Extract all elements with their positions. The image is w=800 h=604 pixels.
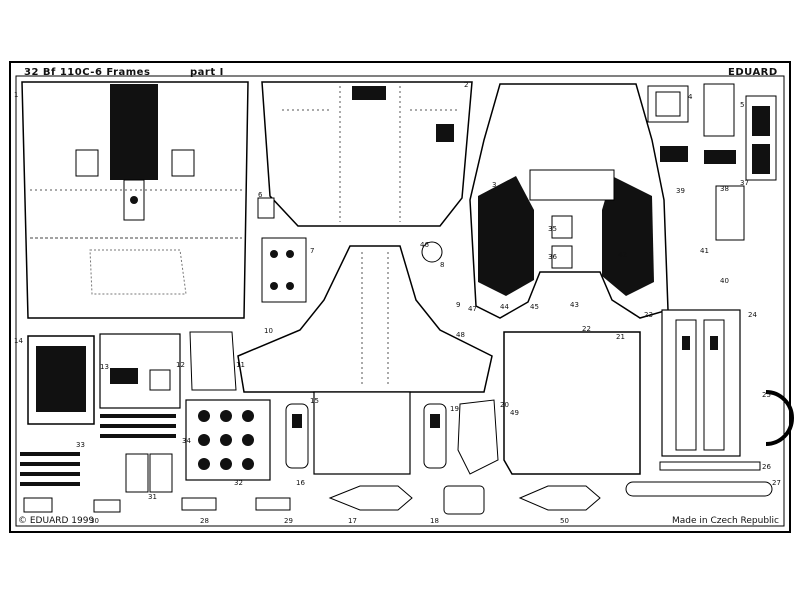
part-number-41: 41 (700, 247, 709, 255)
part-instrument-panel (99, 333, 181, 409)
fret-copyright: © EDUARD 1999 (18, 516, 95, 526)
part-rail-strip (659, 461, 761, 471)
part-number-31: 31 (148, 493, 157, 501)
fret-frame-inner (15, 75, 785, 527)
part-small-box-top-right (647, 83, 777, 241)
part-small-square (257, 197, 275, 219)
part-number-39: 39 (676, 187, 685, 195)
part-number-6: 6 (258, 191, 263, 199)
part-number-42: 42 (618, 251, 627, 259)
part-dial-plate (185, 399, 271, 481)
part-trapezoid-panel (261, 81, 473, 227)
part-number-28: 28 (200, 517, 209, 525)
fret-origin: Made in Czech Republic (672, 516, 779, 526)
part-strip-bars-left (20, 414, 176, 486)
part-arc (765, 390, 794, 446)
part-cylinder-1 (285, 403, 309, 469)
part-number-4: 4 (688, 93, 693, 101)
part-round-disc (421, 241, 443, 263)
part-number-15: 15 (310, 397, 319, 405)
part-number-37: 37 (740, 179, 749, 187)
part-number-8: 8 (440, 261, 445, 269)
part-number-19: 19 (450, 405, 459, 413)
part-floor-panel-right (503, 331, 641, 475)
part-number-50: 50 (560, 517, 569, 525)
part-number-9: 9 (456, 301, 461, 309)
part-small-lamp (23, 497, 53, 513)
part-number-32: 32 (234, 479, 243, 487)
part-gauge-panel (261, 237, 307, 303)
part-large-panel-left (21, 81, 249, 319)
part-number-45: 45 (530, 303, 539, 311)
part-clip-2 (181, 497, 217, 511)
part-number-43: 43 (570, 301, 579, 309)
part-number-20: 20 (500, 401, 509, 409)
part-long-rod (625, 481, 773, 497)
part-number-49: 49 (510, 409, 519, 417)
part-number-33: 33 (76, 441, 85, 449)
part-number-27: 27 (772, 479, 781, 487)
part-lower-center-panel (313, 391, 411, 475)
part-twin-boxes (125, 453, 173, 493)
part-number-48: 48 (456, 331, 465, 339)
part-number-1: 1 (14, 91, 19, 99)
part-number-44: 44 (500, 303, 509, 311)
part-number-24: 24 (748, 311, 757, 319)
fret-part-label: part I (190, 67, 224, 78)
part-number-11: 11 (236, 361, 245, 369)
part-number-29: 29 (284, 517, 293, 525)
fret-brand-top: EDUARD (728, 67, 778, 78)
part-number-40: 40 (720, 277, 729, 285)
part-number-3: 3 (492, 181, 497, 189)
part-clip-1 (93, 499, 121, 513)
part-number-16: 16 (296, 479, 305, 487)
fret-title: 32 Bf 110C-6 Frames (24, 67, 151, 78)
part-bomb-1 (328, 485, 413, 511)
part-number-7: 7 (310, 247, 315, 255)
part-seat-shape (457, 399, 499, 475)
part-number-18: 18 (430, 517, 439, 525)
part-number-17: 17 (348, 517, 357, 525)
part-number-13: 13 (100, 363, 109, 371)
part-number-36: 36 (548, 253, 557, 261)
part-rails-right (661, 309, 741, 457)
part-clip-3 (255, 497, 291, 511)
part-number-12: 12 (176, 361, 185, 369)
part-number-30: 30 (90, 517, 99, 525)
part-number-5: 5 (740, 101, 745, 109)
part-number-14: 14 (14, 337, 23, 345)
part-number-21: 21 (616, 333, 625, 341)
part-number-2: 2 (464, 81, 469, 89)
part-number-38: 38 (720, 185, 729, 193)
fret-frame-outer (9, 61, 791, 533)
part-box-bottom (443, 485, 485, 515)
part-curved-bracket (189, 331, 237, 391)
part-number-10: 10 (264, 327, 273, 335)
part-number-25: 25 (762, 391, 771, 399)
part-number-47: 47 (468, 305, 477, 313)
part-number-23: 23 (644, 311, 653, 319)
part-number-35: 35 (548, 225, 557, 233)
part-number-22: 22 (582, 325, 591, 333)
part-frame-center-right (469, 83, 669, 319)
part-number-34: 34 (182, 437, 191, 445)
part-number-46: 46 (420, 241, 429, 249)
part-black-screen-panel (27, 335, 95, 425)
part-number-26: 26 (762, 463, 771, 471)
part-cylinder-2 (423, 403, 447, 469)
part-bomb-2 (518, 485, 601, 511)
